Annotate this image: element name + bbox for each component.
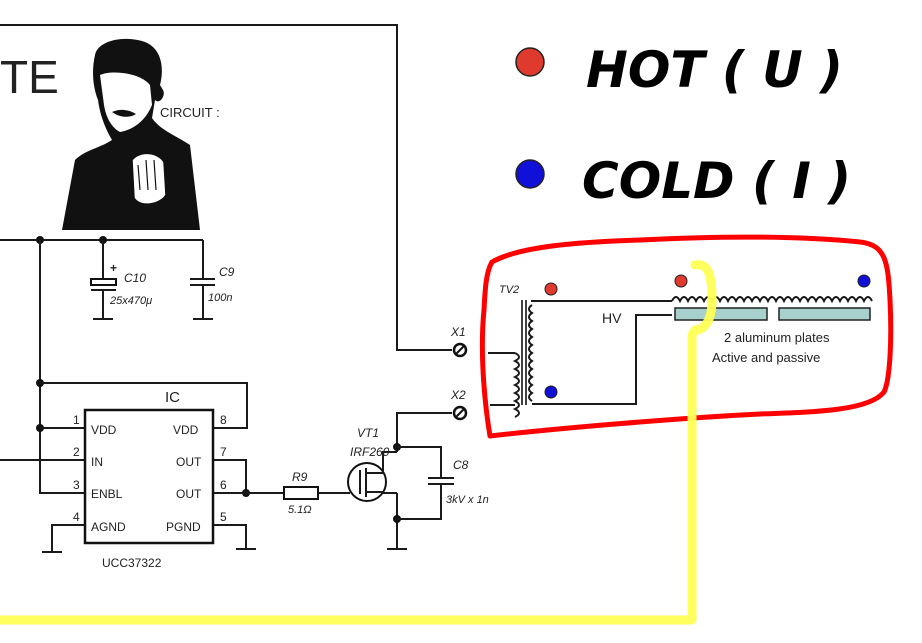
svg-text:R9: R9: [292, 470, 308, 484]
svg-text:IRF260: IRF260: [350, 445, 390, 459]
svg-text:+: +: [110, 261, 117, 275]
svg-text:X2: X2: [450, 388, 466, 402]
svg-text:4: 4: [73, 510, 80, 524]
svg-text:VT1: VT1: [357, 426, 379, 440]
svg-text:OUT: OUT: [176, 487, 202, 501]
svg-text:UCC37322: UCC37322: [102, 556, 162, 570]
aluminum-plates: [674, 307, 871, 321]
svg-text:X1: X1: [450, 325, 466, 339]
svg-text:HV: HV: [602, 310, 622, 326]
hot-marker: [674, 274, 688, 288]
terminal-x1: X1: [450, 325, 468, 358]
svg-text:AGND: AGND: [91, 520, 126, 534]
coil-winding: [671, 274, 873, 304]
tesla-portrait: [62, 38, 200, 231]
svg-text:IN: IN: [91, 455, 103, 469]
svg-text:100n: 100n: [208, 292, 232, 304]
svg-text:OUT: OUT: [176, 455, 202, 469]
svg-text:3kV x 1n: 3kV x 1n: [446, 494, 489, 506]
svg-text:5: 5: [220, 510, 227, 524]
svg-text:VDD: VDD: [91, 423, 117, 437]
legend-hot-label: HOT ( U ): [586, 41, 843, 99]
capacitor-c9: C9 100n: [190, 240, 235, 320]
resistor-r9: R9 5.1Ω: [283, 470, 350, 516]
svg-text:1: 1: [73, 413, 80, 427]
terminal-x2: X2: [450, 388, 468, 421]
svg-text:IC: IC: [165, 389, 180, 406]
svg-text:6: 6: [220, 478, 227, 492]
cold-marker: [544, 385, 558, 399]
svg-text:5.1Ω: 5.1Ω: [288, 504, 312, 516]
mosfet-vt1: VT1 IRF260: [347, 426, 397, 502]
hot-marker: [544, 282, 558, 296]
active-plate: [674, 307, 768, 321]
capacitor-c8: C8 3kV x 1n: [428, 458, 489, 506]
ic-ucc37322: IC UCC37322 1 VDD 2 IN 3 ENBL 4 AGND 8 V…: [73, 389, 227, 570]
svg-text:7: 7: [220, 445, 227, 459]
top-wire: [0, 24, 452, 351]
svg-text:C8: C8: [453, 458, 469, 472]
svg-text:C9: C9: [219, 265, 235, 279]
transformer-tv2: TV2 HV: [488, 282, 672, 418]
highlight-outline: [479, 234, 894, 439]
loop-wire: [0, 260, 717, 625]
legend: HOT ( U ) COLD ( I ): [515, 41, 851, 210]
cold-marker: [857, 274, 871, 288]
legend-hot-marker: [515, 47, 545, 77]
legend-cold-marker: [515, 159, 545, 189]
svg-text:TV2: TV2: [499, 284, 519, 296]
legend-cold-label: COLD ( I ): [582, 152, 851, 210]
svg-text:PGND: PGND: [166, 520, 201, 534]
portrait-caption: CIRCUIT :: [160, 105, 220, 120]
title-fragment: TE: [0, 51, 59, 103]
plates-note-line1: 2 aluminum plates: [724, 330, 830, 345]
capacitor-c10: + C10 25x470μ: [90, 240, 152, 320]
plates-note-line2: Active and passive: [712, 350, 820, 365]
passive-plate: [778, 307, 871, 321]
svg-text:2: 2: [73, 445, 80, 459]
svg-text:VDD: VDD: [173, 423, 199, 437]
svg-text:C10: C10: [124, 271, 146, 285]
svg-text:8: 8: [220, 413, 227, 427]
svg-text:25x470μ: 25x470μ: [109, 295, 152, 307]
svg-text:ENBL: ENBL: [91, 487, 123, 501]
svg-text:3: 3: [73, 478, 80, 492]
